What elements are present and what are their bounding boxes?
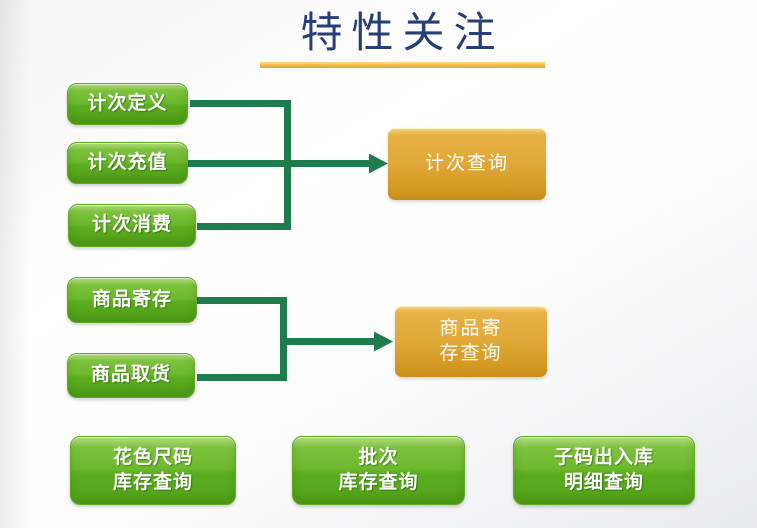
flow1-elbow-connector — [190, 100, 291, 230]
flow1-target-box: 计次查询 — [388, 128, 546, 200]
box-label: 商品寄存 — [91, 288, 172, 310]
standalone-box-0: 花色尺码 库存查询 — [70, 436, 236, 505]
standalone-box-2: 子码出入库 明细查询 — [513, 436, 695, 505]
box-label-line1: 商品寄 — [439, 317, 503, 339]
box-label-line2: 存查询 — [439, 342, 503, 364]
box-label: 计次查询 — [424, 152, 509, 174]
box-label-line1: 批次 — [358, 447, 399, 469]
flow2-elbow-connector — [197, 297, 287, 381]
box-label-line1: 花色尺码 — [112, 447, 193, 469]
title-block: 特性关注 — [230, 10, 575, 68]
flow1-source-box-0: 计次定义 — [67, 83, 188, 125]
title-underline-divider — [260, 62, 545, 68]
flow1-arrowhead-icon — [369, 153, 388, 174]
box-label: 计次消费 — [91, 214, 172, 236]
box-label-line2: 库存查询 — [112, 471, 193, 493]
flow1-source-box-2: 计次消费 — [68, 204, 196, 247]
flow2-target-box: 商品寄 存查询 — [395, 306, 547, 377]
box-label-line2: 明细查询 — [563, 471, 644, 493]
flow2-arrowhead-icon — [374, 331, 393, 352]
box-label-line2: 库存查询 — [338, 471, 419, 493]
flow1-source-box-1: 计次充值 — [67, 142, 188, 184]
box-label-line1: 子码出入库 — [553, 447, 654, 469]
page-title: 特性关注 — [300, 11, 505, 57]
standalone-box-1: 批次 库存查询 — [292, 436, 465, 505]
box-label: 计次定义 — [87, 92, 168, 114]
flow2-source-box-0: 商品寄存 — [67, 277, 197, 323]
box-label: 计次充值 — [87, 151, 168, 173]
flow2-source-box-1: 商品取货 — [67, 353, 195, 398]
box-label: 商品取货 — [90, 364, 171, 386]
